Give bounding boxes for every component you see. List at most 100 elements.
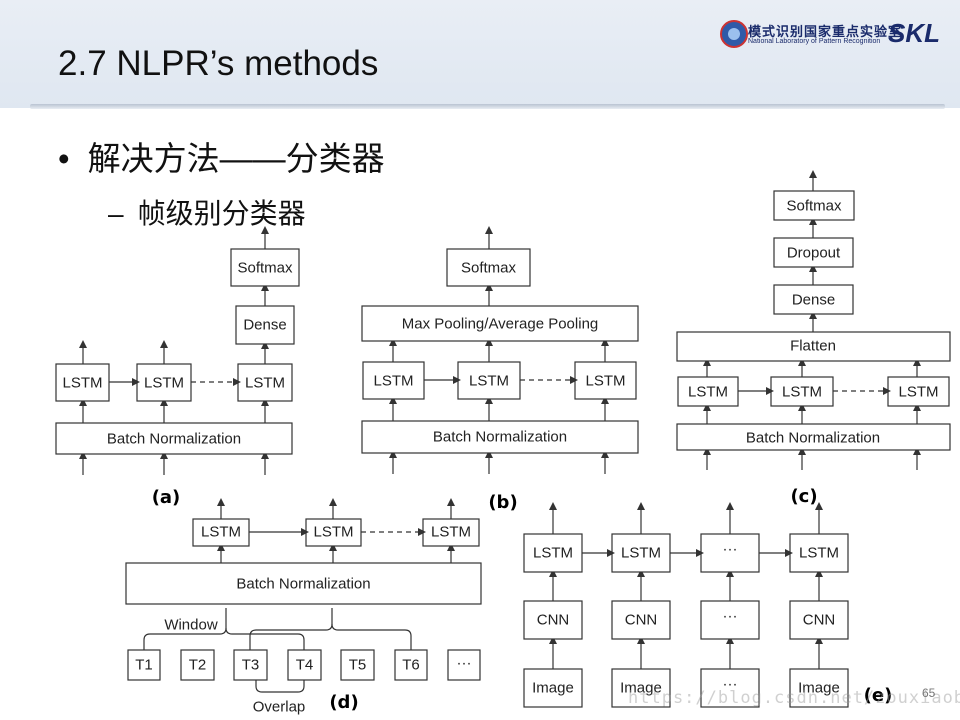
a-lstm-label-2: LSTM <box>144 375 184 392</box>
a-batch-norm-box <box>55 422 293 455</box>
a-lstm-label-1: LSTM <box>62 375 102 392</box>
d-token-label-1: T1 <box>135 657 153 674</box>
d-token-box-6 <box>394 649 428 681</box>
e-image-label-1: Image <box>532 680 574 697</box>
b-lstm-box-2 <box>457 361 521 400</box>
diagram-d: T1 T2 T3 T4 T5 T6 ··· Overlap Window Bat… <box>125 498 482 716</box>
d-batch-norm-label: Batch Normalization <box>236 576 370 593</box>
logo-cn-text: 模式识别国家重点实验室 <box>748 24 903 39</box>
d-caption: (d) <box>329 692 358 713</box>
c-lstm-label-2: LSTM <box>782 384 822 401</box>
e-image-box-4 <box>789 668 849 708</box>
d-overlap-label: Overlap <box>253 699 306 716</box>
b-lstm-label-1: LSTM <box>373 373 413 390</box>
e-image-label-3: ··· <box>723 676 738 693</box>
a-batch-norm-label: Batch Normalization <box>107 431 241 448</box>
page-number: 65 <box>922 686 936 700</box>
logo-en-text: National Laboratory of Pattern Recogniti… <box>748 38 881 45</box>
diagram-c: Batch Normalization LSTM LSTM LSTM Flatt… <box>676 170 951 507</box>
c-dropout-label: Dropout <box>787 245 841 262</box>
watermark: https://blog.csdn.net/zouxiaoba <box>628 688 960 708</box>
b-lstm-box-3 <box>574 361 637 400</box>
c-lstm-box-1 <box>677 376 739 407</box>
d-token-label-7: ··· <box>457 655 472 672</box>
d-token-label-4: T4 <box>296 657 314 674</box>
bullet-level2-text: 帧级别分类器 <box>137 198 306 229</box>
e-image-box-2 <box>611 668 671 708</box>
diagram-b: Batch Normalization LSTM LSTM LSTM Max P… <box>361 226 639 513</box>
c-batch-norm-box <box>676 423 951 451</box>
e-image-label-4: Image <box>798 680 840 697</box>
d-lstm-label-2: LSTM <box>313 524 353 541</box>
c-caption: (c) <box>790 486 817 507</box>
diagram-e: Image Image ··· Image CNN CNN ··· CNN LS… <box>523 502 893 708</box>
b-softmax-box <box>446 248 531 287</box>
a-lstm-label-3: LSTM <box>245 375 285 392</box>
b-pooling-box <box>361 305 639 342</box>
e-lstm-label-4: LSTM <box>799 545 839 562</box>
d-token-label-6: T6 <box>402 657 420 674</box>
b-lstm-label-3: LSTM <box>585 373 625 390</box>
c-softmax-label: Softmax <box>786 198 842 215</box>
d-lstm-label-1: LSTM <box>201 524 241 541</box>
bullet-level1: •解决方法——分类器 <box>58 140 385 177</box>
d-window-bracket-1b <box>225 627 305 650</box>
header-band <box>0 0 960 108</box>
c-flatten-label: Flatten <box>790 338 836 355</box>
a-caption: (a) <box>152 487 181 508</box>
c-lstm-label-1: LSTM <box>688 384 728 401</box>
d-token-box-1 <box>127 649 161 681</box>
b-batch-norm-box <box>361 420 639 454</box>
d-token-box-2 <box>180 649 215 681</box>
e-cnn-box-1 <box>523 600 583 640</box>
d-token-box-3 <box>233 649 268 681</box>
slide-title: 2.7 NLPR’s methods <box>58 44 379 83</box>
d-token-label-5: T5 <box>349 657 367 674</box>
bullet-level1-text: 解决方法——分类器 <box>87 140 385 177</box>
b-caption: (b) <box>488 492 517 513</box>
c-dense-box <box>773 284 854 315</box>
e-cnn-label-3: ··· <box>723 608 738 625</box>
e-lstm-label-2: LSTM <box>621 545 661 562</box>
c-softmax-box <box>773 190 855 221</box>
b-pooling-label: Max Pooling/Average Pooling <box>402 316 599 333</box>
c-dropout-box <box>773 237 854 268</box>
lab-logo-icon <box>720 20 748 48</box>
diagram-a: Batch Normalization LSTM LSTM LSTM Dense… <box>55 226 300 508</box>
a-softmax-box <box>230 248 300 287</box>
d-token-box-7 <box>447 649 481 681</box>
logo-skl-text: SKL <box>888 18 940 48</box>
e-image-box-1 <box>523 668 583 708</box>
d-token-box-5 <box>340 649 375 681</box>
c-batch-norm-label: Batch Normalization <box>746 430 880 447</box>
d-batch-norm-box <box>125 562 482 605</box>
e-cnn-label-1: CNN <box>537 612 570 629</box>
e-cnn-label-4: CNN <box>803 612 836 629</box>
d-token-label-3: T3 <box>242 657 260 674</box>
e-cnn-label-2: CNN <box>625 612 658 629</box>
c-lstm-label-3: LSTM <box>898 384 938 401</box>
e-lstm-box-1 <box>523 533 583 573</box>
d-lstm-box-1 <box>192 518 250 547</box>
d-overlap-bracket <box>255 680 305 693</box>
e-lstm-label-3: ··· <box>723 541 738 558</box>
d-window-bracket-2 <box>249 608 333 650</box>
d-window-label: Window <box>164 617 218 634</box>
d-lstm-label-3: LSTM <box>431 524 471 541</box>
e-lstm-box-2 <box>611 533 671 573</box>
e-lstm-label-1: LSTM <box>533 545 573 562</box>
a-dense-label: Dense <box>243 317 286 334</box>
b-lstm-label-2: LSTM <box>469 373 509 390</box>
e-cnn-box-3 <box>700 600 760 640</box>
d-window-bracket-2b <box>331 623 412 650</box>
e-caption: (e) <box>864 685 893 706</box>
e-image-label-2: Image <box>620 680 662 697</box>
a-dense-box <box>235 305 295 345</box>
d-window-bracket-1 <box>143 608 227 650</box>
e-image-box-3 <box>700 668 760 708</box>
d-token-label-2: T2 <box>189 657 207 674</box>
e-cnn-box-4 <box>789 600 849 640</box>
bullet-level2: –帧级别分类器 <box>108 198 306 229</box>
c-dense-label: Dense <box>792 292 835 309</box>
